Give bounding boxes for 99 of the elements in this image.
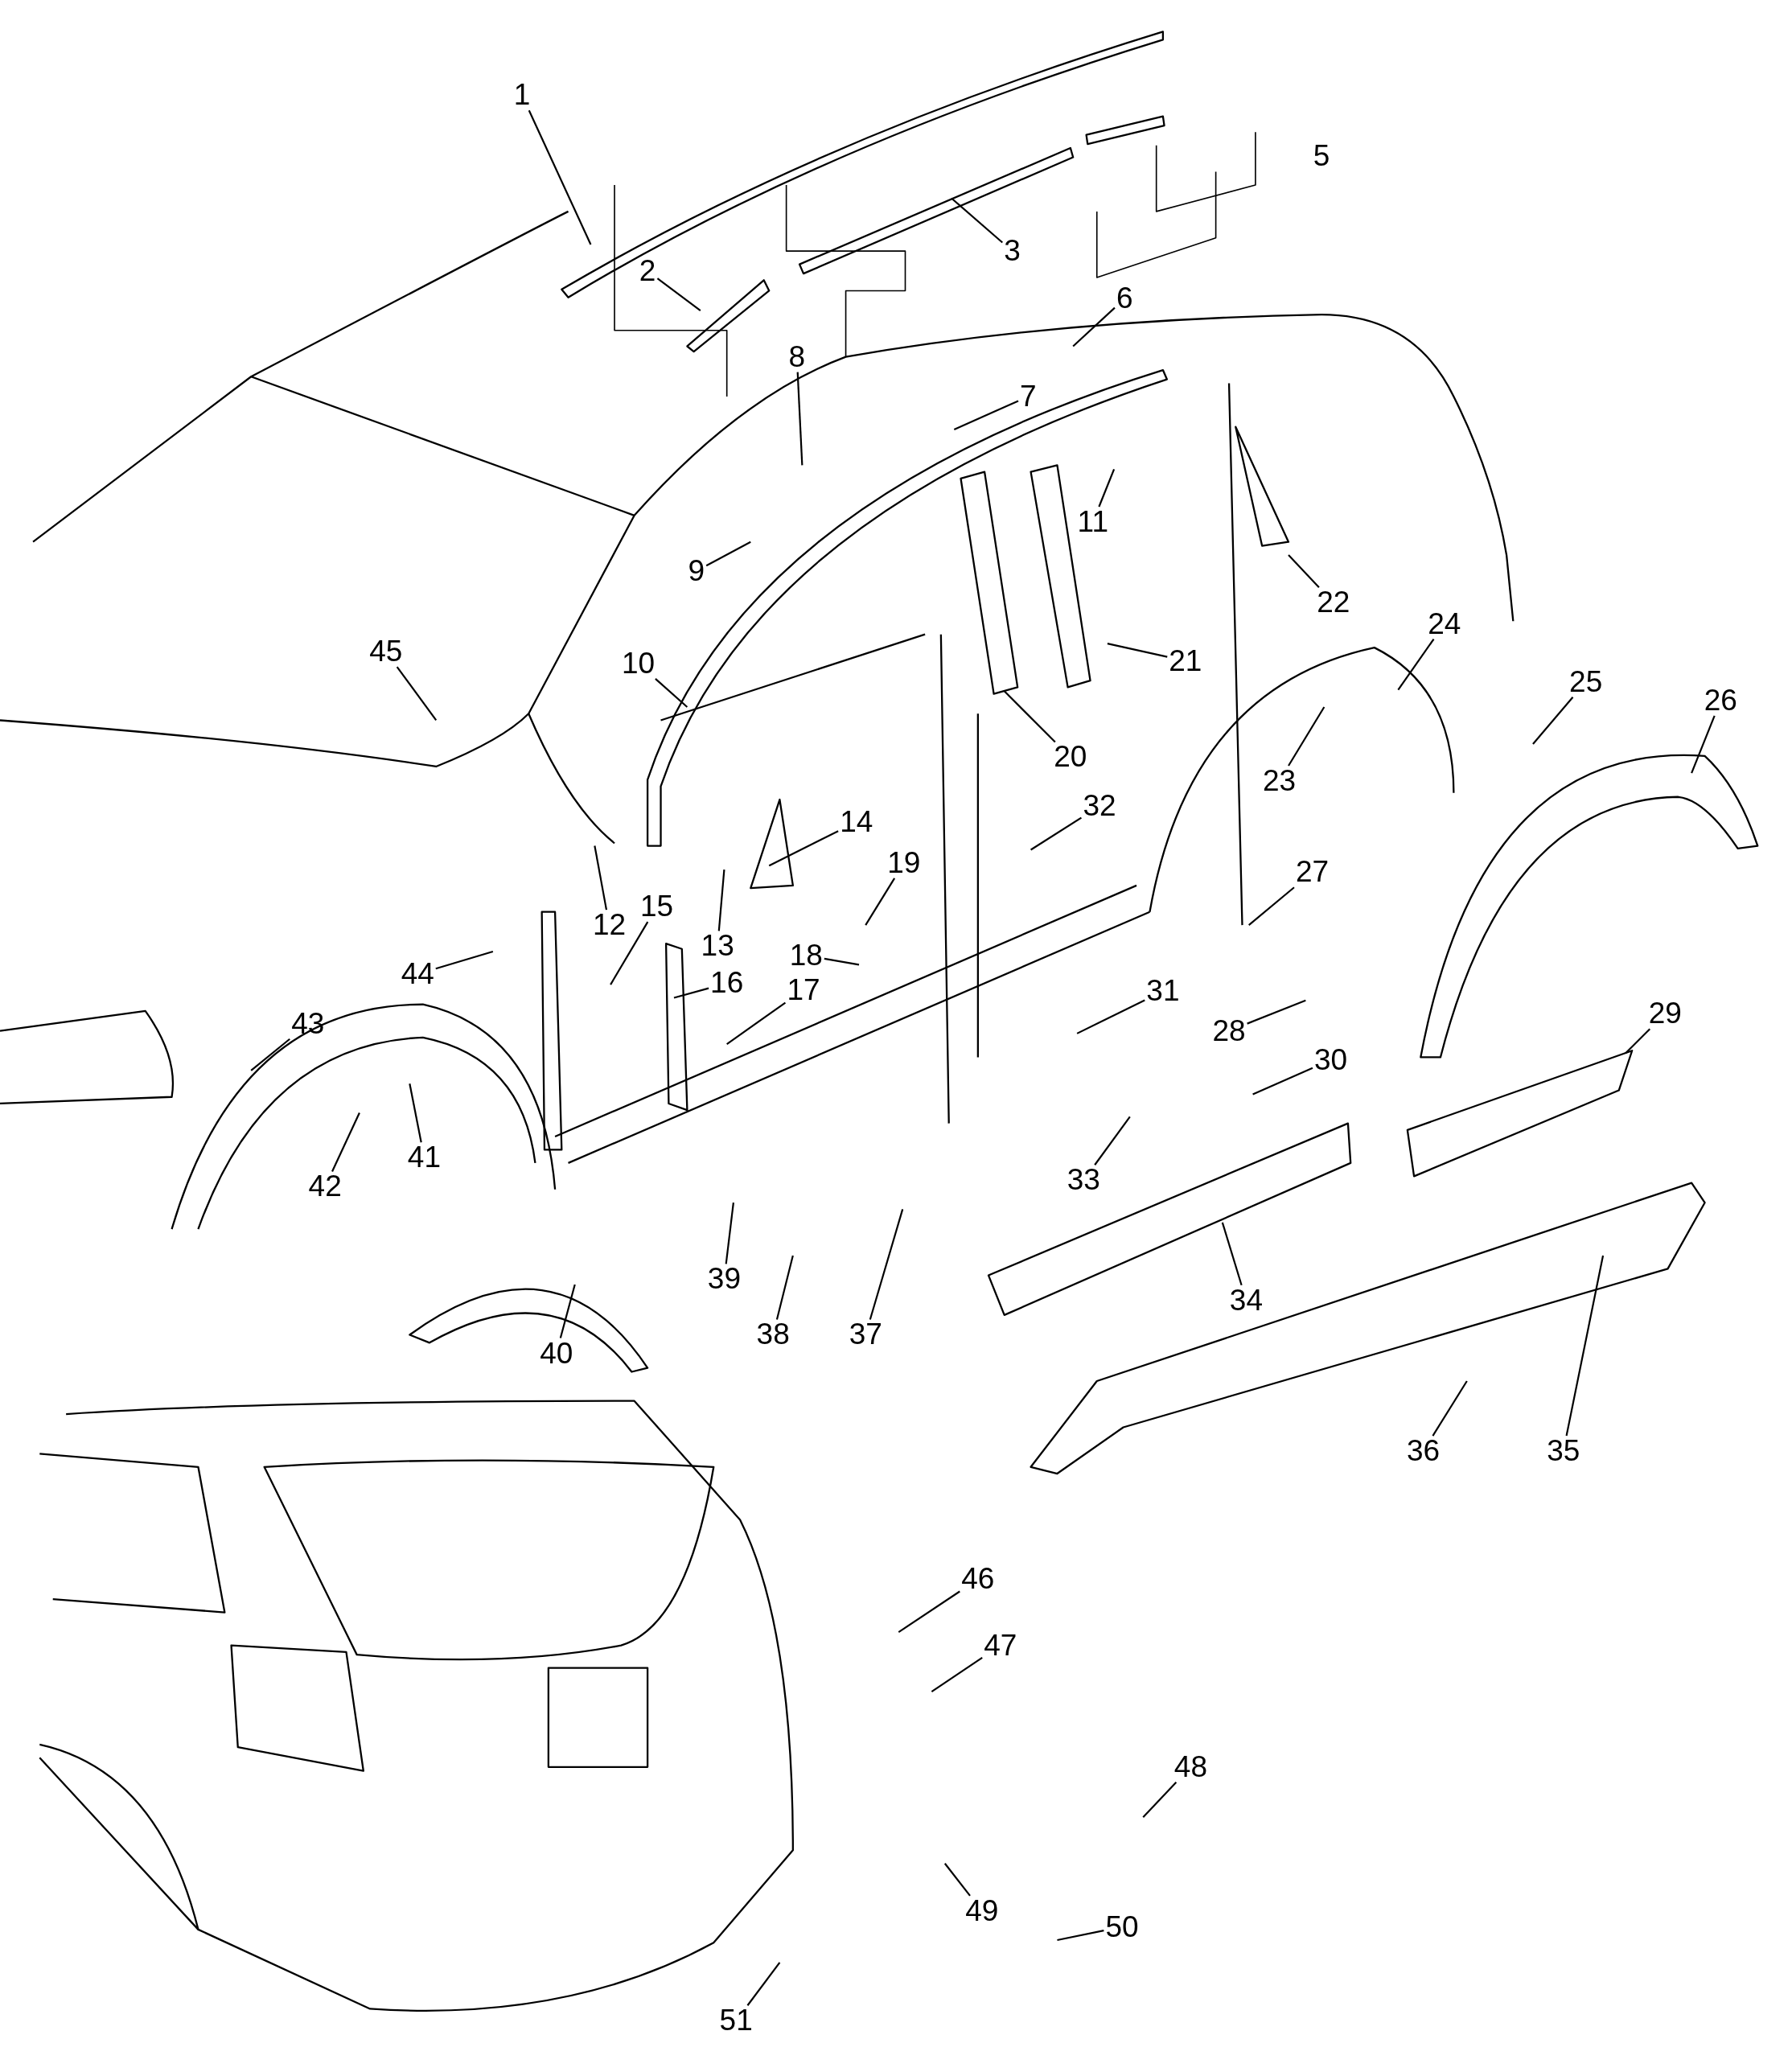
callout-number: 48	[1172, 1751, 1209, 1782]
callout-number: 47	[982, 1630, 1019, 1661]
leader-line	[559, 1284, 576, 1338]
callout-number: 50	[1104, 1911, 1141, 1942]
callout-number: 17	[785, 974, 822, 1005]
leader-line	[1288, 706, 1326, 767]
callout-number: 29	[1646, 998, 1683, 1030]
callout-number: 11	[1075, 507, 1110, 537]
leader-line	[1094, 1116, 1131, 1166]
leader-line	[705, 541, 751, 567]
callout-number: 43	[290, 1009, 327, 1040]
leader-line	[1098, 468, 1116, 508]
leader-line	[1432, 1380, 1468, 1437]
callout-number: 46	[960, 1564, 997, 1595]
leader-line	[409, 1083, 422, 1143]
leader-line	[943, 1863, 971, 1897]
leader-line	[1625, 1028, 1651, 1054]
callout-number: 15	[639, 891, 676, 923]
leader-line	[250, 1038, 290, 1071]
callout-number: 2	[637, 255, 658, 286]
callout-number: 7	[1018, 380, 1038, 412]
callout-number: 30	[1313, 1044, 1350, 1075]
leader-line	[746, 1962, 781, 2006]
leader-line	[951, 197, 1003, 244]
leader-line	[1288, 554, 1320, 588]
leader-line	[717, 870, 725, 931]
callout-number: 32	[1081, 791, 1118, 822]
leader-line	[1565, 1255, 1605, 1437]
callout-number: 16	[709, 968, 746, 999]
callout-number: 42	[306, 1171, 343, 1202]
callout-number: 35	[1545, 1436, 1582, 1467]
leader-line	[656, 278, 701, 311]
leader-line	[1107, 643, 1168, 658]
callout-number: 12	[590, 910, 628, 941]
leader-line	[1076, 999, 1145, 1034]
callout-number: 24	[1426, 608, 1463, 639]
leader-line	[1057, 1930, 1104, 1942]
leader-line	[435, 950, 494, 970]
callout-number: 19	[886, 847, 923, 878]
leader-line	[1248, 886, 1295, 926]
callout-number: 45	[368, 636, 405, 668]
callout-number: 1	[512, 80, 532, 111]
callout-number: 37	[847, 1319, 884, 1350]
callout-number: 6	[1114, 283, 1135, 314]
leader-line	[1030, 816, 1083, 851]
leader-line	[610, 921, 649, 985]
callout-number: 39	[705, 1264, 742, 1295]
callout-number: 38	[754, 1319, 791, 1350]
leader-line	[898, 1590, 960, 1634]
leader-line	[1003, 690, 1056, 743]
callout-number: 51	[717, 2005, 754, 2037]
leader-line	[396, 666, 438, 722]
leader-line	[775, 1255, 794, 1320]
callout-number: 10	[620, 648, 657, 679]
leader-line	[865, 878, 896, 926]
leader-line	[869, 1209, 904, 1320]
callout-number: 8	[787, 341, 808, 372]
leader-line	[673, 987, 709, 999]
callout-number: 44	[399, 958, 436, 989]
callout-number: 13	[699, 931, 736, 962]
leader-line	[768, 830, 839, 867]
leader-line	[1532, 697, 1574, 745]
callout-number: 5	[1312, 140, 1331, 171]
callout-number: 41	[405, 1142, 442, 1174]
leader-line	[1691, 715, 1716, 774]
leader-line	[824, 957, 860, 966]
callout-number: 9	[686, 555, 707, 586]
leader-line	[1142, 1782, 1178, 1818]
callout-number: 18	[787, 939, 824, 971]
leader-line	[1221, 1222, 1243, 1286]
callout-number: 14	[838, 807, 875, 837]
callout-number: 22	[1315, 587, 1352, 619]
leader-line	[931, 1656, 983, 1693]
callout-number: 3	[1002, 236, 1022, 267]
callout-number: 21	[1167, 645, 1204, 676]
callout-number: 23	[1260, 766, 1298, 797]
callout-number: 31	[1145, 976, 1182, 1007]
callout-number: 25	[1568, 666, 1605, 697]
leader-line	[1252, 1067, 1313, 1096]
callout-number: 34	[1227, 1285, 1264, 1316]
leader-line	[528, 109, 592, 245]
leader-line	[1072, 306, 1116, 347]
leader-line	[725, 1202, 734, 1264]
leader-line	[726, 1001, 787, 1045]
callout-number: 20	[1052, 742, 1089, 773]
callout-number: 49	[964, 1895, 1001, 1926]
leader-line	[655, 678, 688, 708]
callout-number: 26	[1702, 684, 1739, 716]
leader-line	[796, 372, 804, 466]
leader-line	[331, 1112, 360, 1172]
callout-number: 36	[1405, 1436, 1442, 1467]
leader-line	[1397, 638, 1435, 691]
leader-line	[953, 400, 1019, 430]
leader-line	[1247, 999, 1306, 1025]
callout-number: 33	[1065, 1165, 1102, 1196]
callout-number: 28	[1210, 1015, 1247, 1046]
callout-number: 27	[1294, 857, 1331, 888]
callout-number: 40	[538, 1338, 575, 1369]
leader-line	[594, 845, 608, 911]
